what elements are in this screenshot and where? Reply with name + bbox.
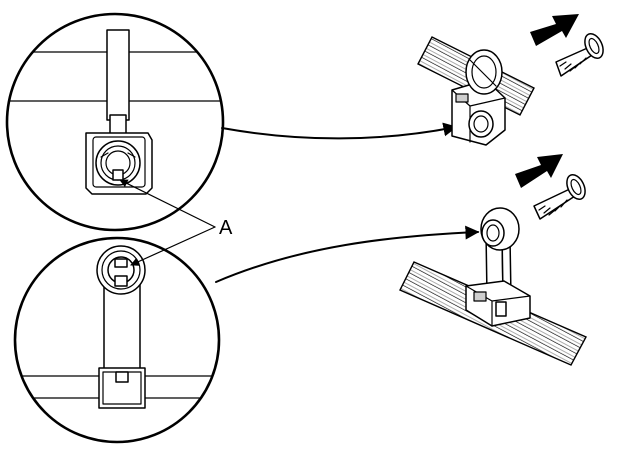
- bottom-detail-circle: [13, 236, 221, 444]
- top-direction-arrow: [530, 14, 579, 46]
- top-connector-arrow: [221, 122, 458, 140]
- bottom-screw: [533, 173, 586, 220]
- callout-a-leader-top: [119, 179, 216, 228]
- top-detail-circle: [5, 12, 225, 232]
- bottom-cable-assembly: [399, 207, 587, 366]
- callout-a: A: [119, 179, 233, 266]
- top-circle-outline: [5, 12, 225, 232]
- bottom-connector-arrow: [215, 225, 480, 283]
- bottom-circle-outline: [13, 236, 221, 444]
- callout-a-label: A: [219, 217, 233, 239]
- bottom-direction-arrow: [515, 154, 563, 188]
- top-cable-assembly: [417, 36, 535, 146]
- callout-a-leader-bottom: [130, 226, 216, 266]
- top-screw: [555, 32, 604, 77]
